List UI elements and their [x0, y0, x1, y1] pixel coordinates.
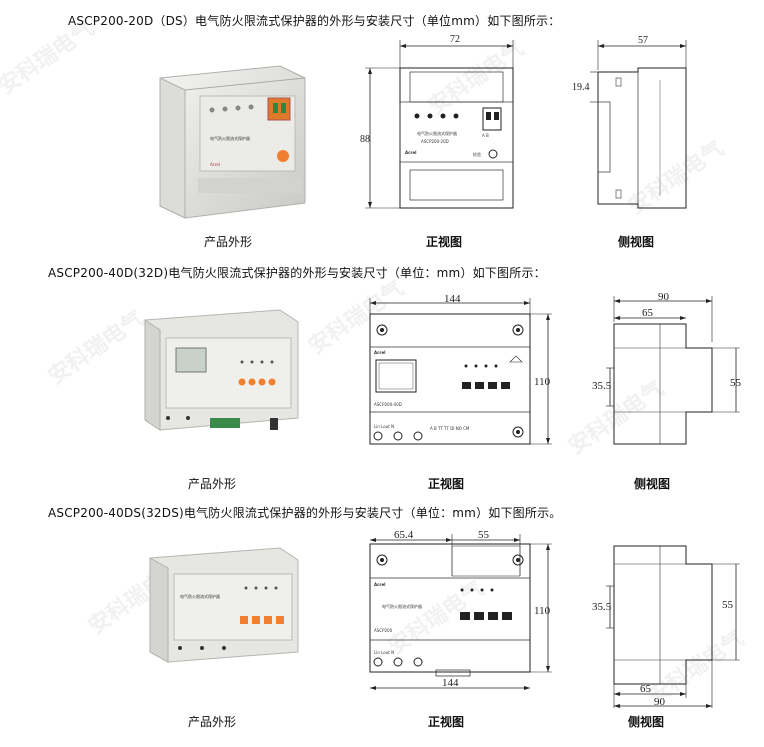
side-view-40d: 90 65 35.5 55 — [592, 291, 742, 445]
front-terms: A B — [482, 133, 489, 138]
dim-front-width: 72 — [450, 34, 460, 45]
caption-front-3: 正视图 — [428, 715, 465, 729]
caption-side-1: 侧视图 — [618, 235, 655, 249]
dim-side-right: 55 — [730, 377, 742, 389]
caption-front-1: 正视图 — [426, 235, 463, 249]
front-model: ASCP200-20D — [421, 139, 449, 144]
front-view-40d: 144 110 Acrel ASCP200-40D Lin Lout N A B… — [369, 293, 552, 445]
front-view-40ds: 65.4 55 110 Acrel 电气防火限流式保护器 ASCP200 Lin… — [369, 529, 552, 690]
front-model: ASCP200 — [374, 628, 393, 633]
front-view-20d: 72 88 A B 电气防火限流式保护器 ASCP200-20D Acrel 检… — [360, 34, 514, 209]
dim-side-right: 55 — [722, 599, 734, 611]
dim-front-height: 110 — [534, 376, 551, 388]
side-view-20d: 57 19.4 — [572, 35, 687, 209]
front-model: ASCP200-40D — [374, 402, 402, 407]
dim-side-offset: 19.4 — [572, 82, 590, 93]
front-bus-terms: A B TT TT DI NO CM — [430, 426, 470, 431]
section-1-heading: ASCP200-20D（DS）电气防火限流式保护器的外形与安装尺寸（单位mm）如… — [68, 14, 561, 28]
dim-front-width: 144 — [444, 293, 461, 305]
front-brand: Acrel — [374, 582, 386, 587]
product-photo-40d — [144, 309, 299, 431]
dim-side-depth: 57 — [638, 35, 648, 46]
caption-side-3: 侧视图 — [628, 715, 665, 729]
photo-brand: Acrel — [210, 162, 220, 167]
dim-side-depth: 90 — [658, 291, 670, 303]
dim-front-left-width: 65.4 — [394, 529, 414, 541]
front-brand: Acrel — [374, 350, 386, 355]
dim-side-left: 35.5 — [592, 380, 612, 392]
side-view-40ds: 35.5 55 65 90 — [592, 545, 740, 708]
front-title: 电气防火限流式保护器 — [417, 130, 457, 136]
product-photo-40ds: 电气防火限流式保护器 — [149, 547, 299, 663]
front-btn: 检验 — [473, 151, 481, 157]
dim-side-inner: 65 — [642, 307, 654, 319]
front-terms: Lin Lout N — [374, 650, 394, 655]
caption-product-1: 产品外形 — [204, 235, 253, 249]
dim-front-height: 110 — [534, 605, 551, 617]
front-terms: Lin Lout N — [374, 424, 394, 429]
product-photo-20d: 电气防火限流式保护器 Acrel — [159, 65, 306, 219]
photo-label: 电气防火限流式保护器 — [210, 135, 250, 141]
dim-front-height: 88 — [360, 134, 370, 145]
caption-front-2: 正视图 — [428, 477, 465, 491]
dim-side-left: 35.5 — [592, 601, 612, 613]
dim-side-depth: 90 — [654, 696, 666, 708]
dim-side-inner: 65 — [640, 683, 652, 695]
caption-product-3: 产品外形 — [188, 715, 237, 729]
caption-product-2: 产品外形 — [188, 477, 237, 491]
dim-front-width: 144 — [442, 677, 459, 689]
dim-front-right-width: 55 — [478, 529, 490, 541]
front-title: 电气防火限流式保护器 — [382, 603, 422, 609]
section-2-heading: ASCP200-40D(32D)电气防火限流式保护器的外形与安装尺寸（单位：mm… — [48, 266, 546, 280]
front-brand: Acrel — [405, 150, 417, 155]
caption-side-2: 侧视图 — [634, 477, 671, 491]
photo-label: 电气防火限流式保护器 — [180, 593, 220, 599]
section-3-heading: ASCP200-40DS(32DS)电气防火限流式保护器的外形与安装尺寸（单位：… — [48, 506, 562, 520]
